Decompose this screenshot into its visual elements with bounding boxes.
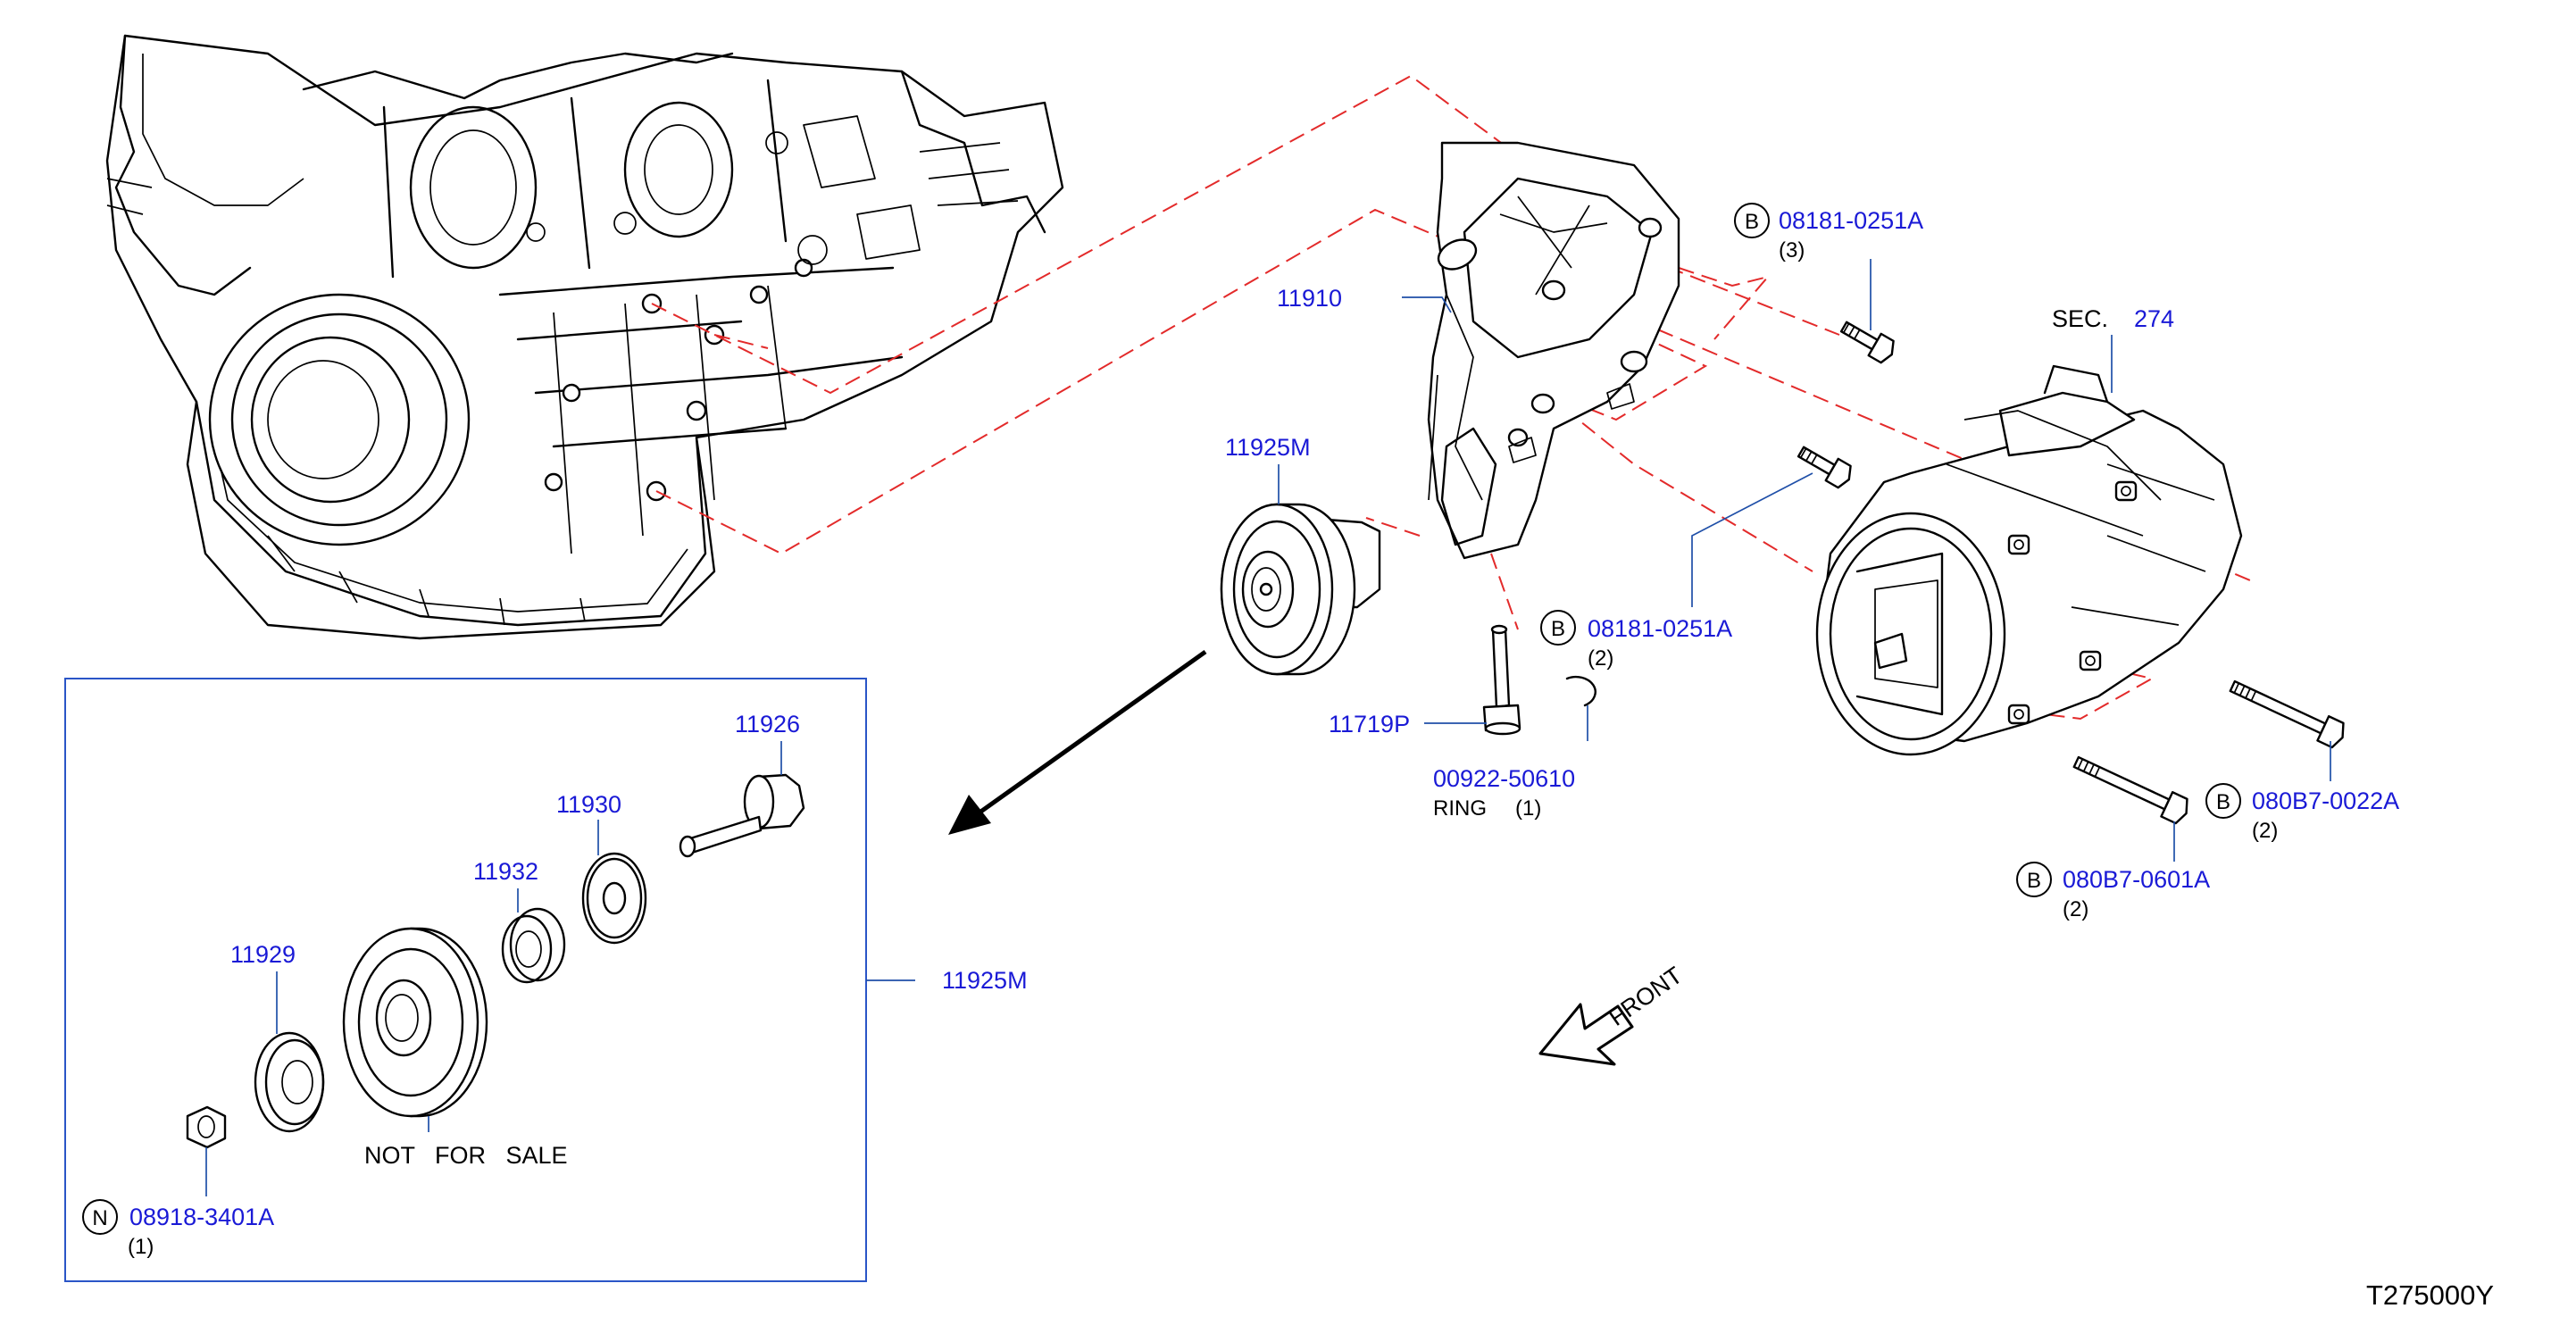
label-ring-part[interactable]: 00922-50610: [1433, 765, 1575, 792]
symbol-circles: [82, 203, 2241, 1235]
bolt-08181-0251a-upper: [1839, 321, 1895, 364]
symbol-n: N: [92, 1206, 107, 1230]
label-sec-prefix: SEC.: [2052, 305, 2108, 332]
bolt-080b7-0601a: [2072, 755, 2188, 825]
label-detail-nut-qty: (1): [128, 1235, 154, 1259]
label-bolt-upper-qty: (3): [1779, 238, 1805, 262]
label-detail-11926[interactable]: 11926: [735, 711, 800, 738]
detail-cover-11929: [254, 1031, 325, 1133]
label-bolt-comp-upper-qty: (2): [2252, 819, 2278, 843]
label-ring-qty: (1): [1515, 796, 1541, 821]
part-labels: 11910 11925M 08181-0251A (3) SEC. 274 08…: [128, 207, 2494, 1311]
retaining-ring: [1565, 675, 1596, 707]
symbol-b-comp-upper: B: [2216, 790, 2230, 814]
ac-compressor: [1815, 364, 2243, 756]
bracket-11910: [1427, 141, 1680, 560]
label-detail-11932[interactable]: 11932: [473, 858, 538, 885]
detail-bearing-11932: [501, 907, 566, 984]
label-bolt-lower-qty: (2): [1588, 646, 1613, 671]
label-idler-pulley-11925m[interactable]: 11925M: [1225, 434, 1311, 461]
front-direction-arrow: [1538, 1003, 1634, 1066]
front-label: FRONT: [1604, 962, 1687, 1031]
detail-shaft-11926: [679, 773, 805, 858]
label-detail-11930[interactable]: 11930: [556, 791, 621, 818]
detail-washer-11930: [581, 852, 647, 945]
label-bolt-lower[interactable]: 08181-0251A: [1588, 615, 1732, 642]
idler-pulley-assembly: [1220, 503, 1381, 676]
bolt-080b7-0022a: [2229, 679, 2345, 749]
label-detail-note: NOT FOR SALE: [364, 1142, 568, 1169]
label-sec-number[interactable]: 274: [2134, 305, 2174, 332]
detail-pointer-arrow: [948, 649, 1207, 835]
label-detail-11929[interactable]: 11929: [230, 941, 296, 968]
label-diagram-id: T275000Y: [2366, 1279, 2494, 1311]
label-bolt-comp-lower[interactable]: 080B7-0601A: [2063, 866, 2210, 893]
label-bracket-11910[interactable]: 11910: [1277, 285, 1342, 312]
symbol-b-comp-lower: B: [2027, 869, 2041, 893]
bolt-08181-0251a-lower: [1797, 446, 1852, 489]
engine-block-illustration: [105, 34, 1064, 640]
label-bolt-comp-upper[interactable]: 080B7-0022A: [2252, 788, 2399, 814]
idler-stud-11719p: [1482, 624, 1521, 736]
leader-lines: [205, 259, 2331, 1196]
detail-pulley: [342, 927, 488, 1118]
label-idler-stud-11719p[interactable]: 11719P: [1329, 711, 1410, 738]
label-bolt-comp-lower-qty: (2): [2063, 897, 2088, 921]
label-detail-11925m[interactable]: 11925M: [942, 967, 1028, 994]
symbol-b-lower: B: [1551, 617, 1565, 641]
label-detail-nut[interactable]: 08918-3401A: [129, 1204, 274, 1230]
symbol-b-upper: B: [1745, 210, 1759, 234]
label-ring-name: RING: [1433, 796, 1487, 821]
label-bolt-upper[interactable]: 08181-0251A: [1779, 207, 1923, 234]
detail-nut-08918-3401a: [186, 1105, 227, 1149]
